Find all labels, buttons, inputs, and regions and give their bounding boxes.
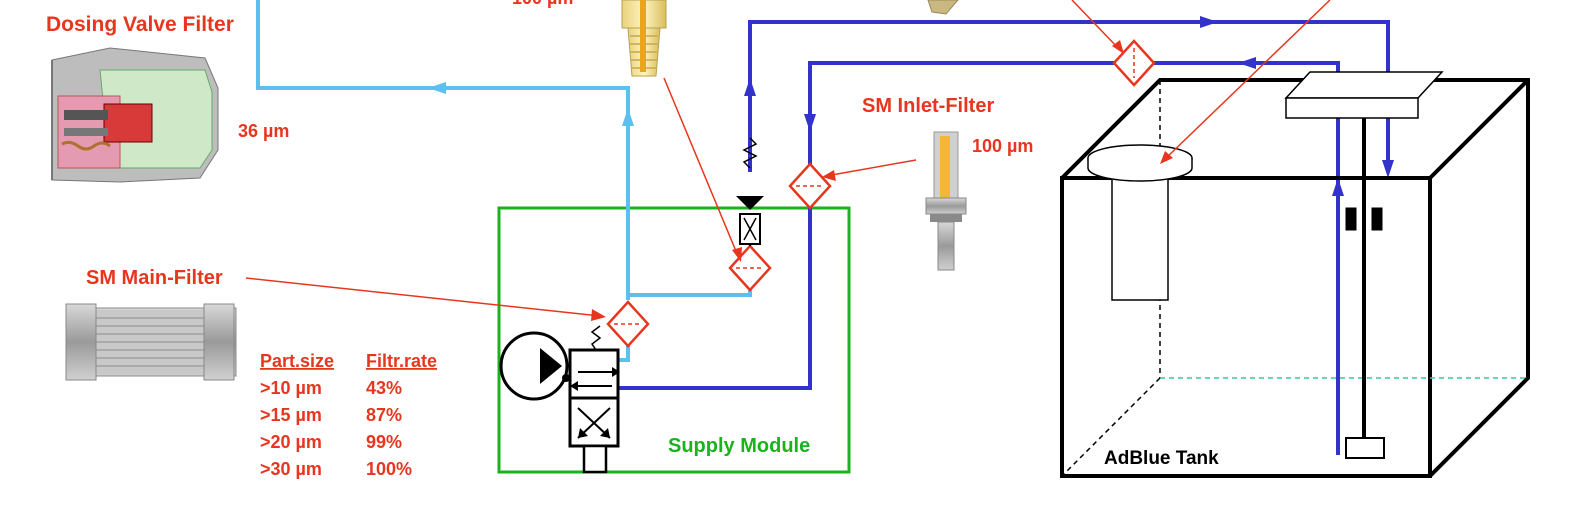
dosing-valve-filter-label: Dosing Valve Filter bbox=[46, 13, 234, 36]
directional-valve-symbol bbox=[562, 325, 620, 474]
table-row-rate: 100% bbox=[366, 459, 412, 479]
table-header-filtr-rate: Filtr.rate bbox=[366, 351, 437, 371]
dosing-valve-filter-illustration bbox=[51, 47, 219, 183]
tank-cap-module bbox=[1087, 144, 1193, 301]
table-row-size: >15 µm bbox=[260, 405, 322, 425]
tank-level-sensor bbox=[1284, 71, 1444, 459]
check-valve-symbol bbox=[736, 137, 764, 246]
sm-inlet-filter-label: SM Inlet-Filter bbox=[862, 95, 994, 117]
supply-module-label: Supply Module bbox=[668, 435, 810, 457]
inlet-filter-size-label: 100 µm bbox=[972, 136, 1033, 156]
adblue-tank-label: AdBlue Tank bbox=[1104, 448, 1219, 469]
leader-arrowhead-main bbox=[591, 309, 606, 321]
sm-main-filter-illustration bbox=[65, 303, 237, 381]
leader-arrowhead-tank bbox=[1160, 151, 1173, 164]
return-arrow-up bbox=[744, 78, 756, 96]
inlet-arrow-down bbox=[804, 114, 816, 132]
pump-symbol bbox=[499, 331, 570, 401]
leader-lines bbox=[245, 0, 1331, 317]
feed-arrow-right bbox=[1200, 16, 1218, 28]
table-row-size: >30 µm bbox=[260, 459, 322, 479]
dosing-filter-size-label: 36 µm bbox=[238, 121, 289, 141]
table-row-rate: 43% bbox=[366, 378, 402, 398]
dosing-nozzle-filter-illustration bbox=[621, 0, 667, 77]
table-row-rate: 87% bbox=[366, 405, 402, 425]
return-line bbox=[618, 20, 1390, 455]
sm-main-filter-label: SM Main-Filter bbox=[86, 267, 223, 289]
pressure-flow-arrow-left bbox=[428, 82, 446, 94]
table-row-size: >10 µm bbox=[260, 378, 322, 398]
table-row-size: >20 µm bbox=[260, 432, 322, 452]
filter-symbol-main bbox=[606, 300, 650, 348]
pressure-flow-arrow-up bbox=[622, 108, 634, 126]
supply-module-box bbox=[497, 206, 851, 474]
filtration-table: Part.size Filtr.rate >10 µm 43% >15 µm 8… bbox=[260, 351, 437, 479]
leader-arrowhead-inlet bbox=[822, 170, 836, 181]
tank-return-arrow-down bbox=[1382, 160, 1394, 178]
filter-symbol-return bbox=[1112, 39, 1156, 87]
sm-inlet-filter-illustration bbox=[925, 131, 967, 271]
table-header-part-size: Part.size bbox=[260, 351, 334, 371]
filter-symbol-inlet bbox=[788, 162, 832, 210]
inlet-arrow-left bbox=[1238, 57, 1256, 69]
table-row-rate: 99% bbox=[366, 432, 402, 452]
nozzle-filter-size-label: 100 µm bbox=[512, 0, 573, 8]
adblue-tank bbox=[1060, 78, 1530, 478]
top-fitting-illustration bbox=[927, 0, 959, 15]
leader-arrowhead-return bbox=[1112, 40, 1124, 54]
leader-arrowhead-valve bbox=[732, 247, 742, 262]
suction-arrow-up bbox=[1332, 178, 1344, 196]
